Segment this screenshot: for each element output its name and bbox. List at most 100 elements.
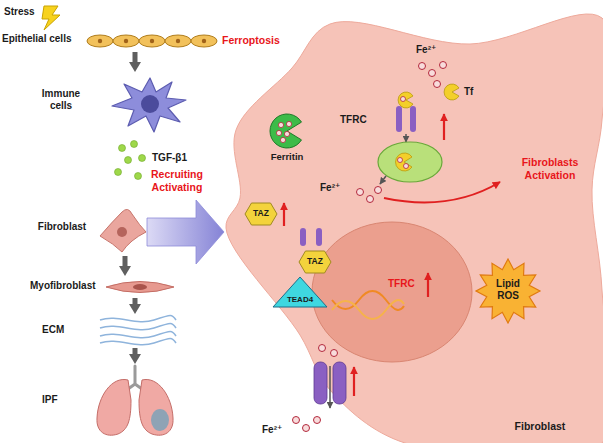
node-text: Immune cells — [36, 88, 86, 112]
ecm-fibers — [100, 316, 176, 322]
free-iron-dots — [293, 417, 300, 424]
epithelial-cell-row — [98, 39, 102, 43]
nuclear-pore — [300, 228, 306, 246]
node-text: Fibroblast — [30, 221, 94, 233]
immune-cell-icon — [112, 78, 186, 132]
activation-arrow — [384, 182, 500, 202]
activation-label: Fibroblasts Activation — [506, 156, 594, 181]
epithelial-cell-row — [191, 35, 217, 47]
up-regulation-arrow — [353, 367, 355, 396]
endosome — [378, 142, 442, 184]
epithelial-cell-row — [165, 35, 191, 47]
ecm-fibers — [100, 324, 176, 330]
ferroptosis-label: Ferroptosis — [222, 34, 294, 47]
tead4-protein: TEAD4 — [272, 276, 332, 308]
nucleus — [312, 222, 472, 362]
free-iron-dots — [319, 345, 326, 352]
nucleus — [312, 222, 472, 362]
nuclear-pore — [316, 228, 322, 246]
tf-iron-dots — [440, 62, 447, 69]
node-text: TAZ — [244, 208, 278, 218]
ferritin-protein: Ferritin — [260, 112, 318, 168]
dna-helix — [332, 300, 404, 319]
dna-helix — [332, 291, 404, 319]
ferroportin-channel — [333, 362, 346, 404]
node-text: Fibroblast — [500, 420, 580, 433]
tgf-dots — [115, 141, 146, 180]
free-iron-dots — [331, 350, 338, 357]
ecm-box: ECM — [30, 314, 176, 348]
tf-iron-dots — [429, 70, 436, 77]
tgf-dots — [119, 145, 126, 152]
myofibroblast-box: Myofibroblast — [30, 276, 176, 298]
epithelial-cell-row — [202, 39, 206, 43]
fibroblast-icon — [117, 227, 127, 237]
ferroportin-channel — [314, 362, 346, 408]
arrow-head — [129, 62, 141, 72]
triangle-shape — [273, 277, 327, 307]
iron-label: Fe²⁺ — [320, 182, 352, 194]
transferrin — [444, 84, 459, 100]
free-iron-dots — [293, 187, 382, 432]
transferrin — [398, 92, 413, 108]
tfrc-receptor — [410, 106, 416, 132]
node-text: TAZ — [298, 256, 332, 266]
immune-cell-icon — [141, 95, 159, 113]
cell-body — [226, 14, 603, 443]
lightning-symbol — [42, 6, 60, 30]
ferroportin-channel — [329, 366, 331, 408]
iron-dot — [284, 131, 289, 136]
free-iron-dots — [314, 417, 321, 424]
lung-icon — [151, 409, 169, 431]
endosome — [378, 142, 442, 182]
flow-arrow — [129, 298, 141, 314]
activation-arrow — [384, 182, 500, 202]
fibroblast-icon — [100, 209, 146, 252]
up-regulation-arrow — [443, 114, 445, 140]
iron-dot — [286, 121, 291, 126]
iron-label: Fe²⁺ — [262, 424, 294, 436]
lipid-ros-burst: Lipid ROS — [472, 258, 544, 324]
node-text: IPF — [42, 394, 82, 406]
free-iron-dots — [357, 189, 364, 196]
free-iron-dots — [303, 425, 310, 432]
cell-interior — [224, 14, 603, 443]
fibroblast-cell: Fibroblast FerritinTAZ TAZ TEAD4 Lipid ROS — [224, 14, 603, 443]
endosome — [396, 153, 412, 171]
epithelial-cell-row — [87, 35, 217, 47]
myofibroblast-icon — [133, 284, 147, 290]
gene-label: TFRC — [388, 278, 424, 290]
cell-group-box: Epithelial cells — [2, 28, 218, 52]
block-arrow — [147, 200, 224, 264]
stress-label: Stress — [4, 6, 44, 18]
lung-icon — [97, 379, 131, 435]
myofibroblast-icon — [106, 282, 174, 293]
transferrin-label: Tf — [464, 86, 486, 98]
up-regulation-arrow — [427, 273, 429, 297]
myofibroblast-icon — [106, 282, 174, 293]
ecm-fibers — [100, 332, 176, 338]
iron-label: Fe²⁺ — [416, 44, 448, 56]
transferrin — [401, 97, 406, 102]
up-regulation-arrow — [284, 114, 444, 396]
ipf-box: IPF — [30, 364, 176, 442]
epithelial-cell-row — [150, 39, 154, 43]
tgf-dots — [139, 155, 146, 162]
tfrc-receptor — [396, 106, 416, 142]
tgf-dots — [115, 169, 122, 176]
epithelial-cell-row — [139, 35, 165, 47]
node-text: Epithelial cells — [2, 33, 86, 45]
tfrc-receptor — [405, 134, 407, 142]
arrow-head — [119, 266, 131, 276]
immune-cell-icon — [112, 78, 186, 132]
up-regulation-arrow — [283, 203, 285, 226]
ecm-fibers — [100, 316, 176, 345]
endosome — [380, 176, 386, 184]
free-iron-dots — [367, 196, 374, 203]
epithelial-cell-row — [87, 35, 113, 47]
hexagon-shape — [245, 203, 277, 225]
lightning-symbol — [42, 6, 60, 30]
node-text: Lipid ROS — [488, 278, 528, 302]
tf-iron-dots — [419, 62, 447, 88]
burst-shape — [476, 259, 540, 323]
